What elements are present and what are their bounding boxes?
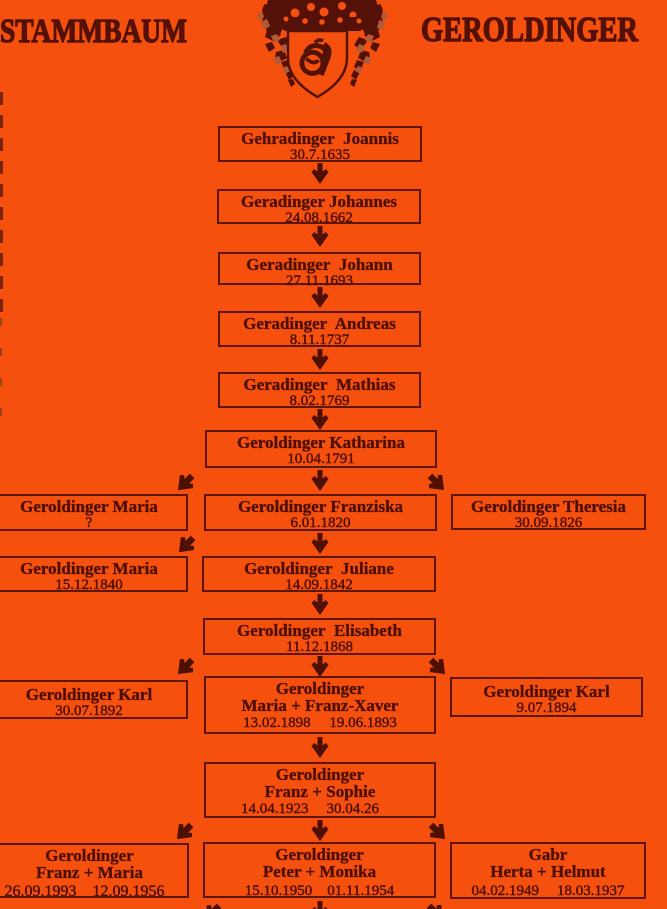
- svg-text:STAMMBAUM: STAMMBAUM: [0, 13, 187, 50]
- svg-text:GEROLDINGER: GEROLDINGER: [421, 10, 639, 49]
